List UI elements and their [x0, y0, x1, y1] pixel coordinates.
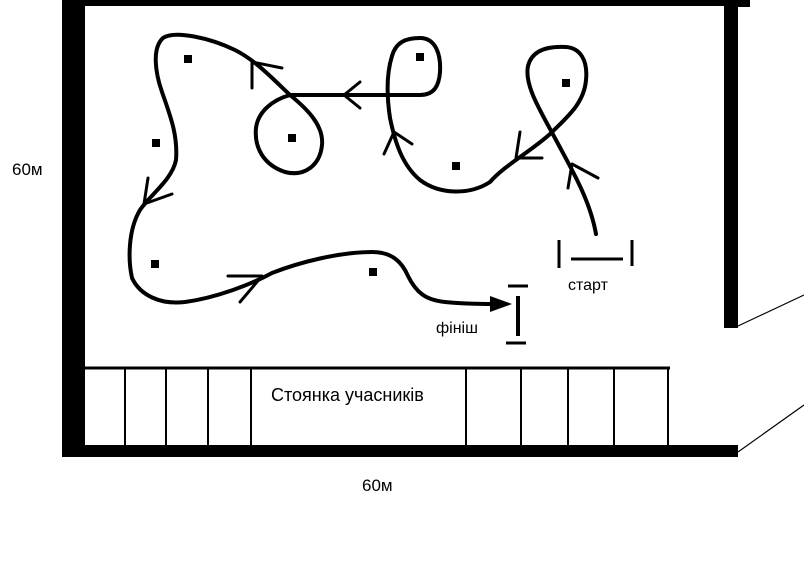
entrance-lines	[737, 294, 804, 453]
entrance-line-bottom	[737, 404, 804, 453]
finish-label: фініш	[436, 320, 478, 337]
entrance-line-top	[737, 294, 804, 327]
left-wall	[62, 0, 85, 457]
bottom-dimension-label: 60м	[362, 476, 393, 495]
cone-marker	[562, 79, 570, 87]
path-segment-left-side	[127, 32, 508, 306]
arrow-center-up	[382, 130, 414, 156]
cone-marker	[452, 162, 460, 170]
arrow-left-down	[142, 176, 174, 206]
cone-marker	[151, 260, 159, 268]
start-gate: старт	[557, 240, 634, 294]
course-path	[127, 32, 600, 312]
bottom-wall	[62, 445, 738, 457]
cone-marker	[416, 53, 424, 61]
parking-area: Стоянка учасників	[85, 366, 670, 445]
arrow-top-left-pointing	[342, 80, 362, 110]
parking-label: Стоянка учасників	[271, 385, 424, 405]
path-segment-middle-loop	[253, 93, 325, 176]
finish-gate: фініш	[436, 284, 528, 345]
cone-marker	[288, 134, 296, 142]
arrow-finish	[490, 296, 512, 312]
path-segment-start-loop	[288, 36, 598, 236]
cones	[151, 53, 570, 276]
start-label: старт	[568, 277, 609, 294]
arrow-start-upward	[566, 162, 600, 190]
cone-marker	[152, 139, 160, 147]
arena-walls	[62, 0, 750, 457]
top-wall	[62, 0, 750, 6]
arrow-right-down	[514, 130, 544, 160]
cone-marker	[184, 55, 192, 63]
right-wall	[724, 0, 738, 328]
arrow-bottom-right	[226, 274, 264, 304]
side-dimension-label: 60м	[12, 160, 43, 179]
arrow-top-mid	[250, 60, 284, 90]
cone-marker	[369, 268, 377, 276]
